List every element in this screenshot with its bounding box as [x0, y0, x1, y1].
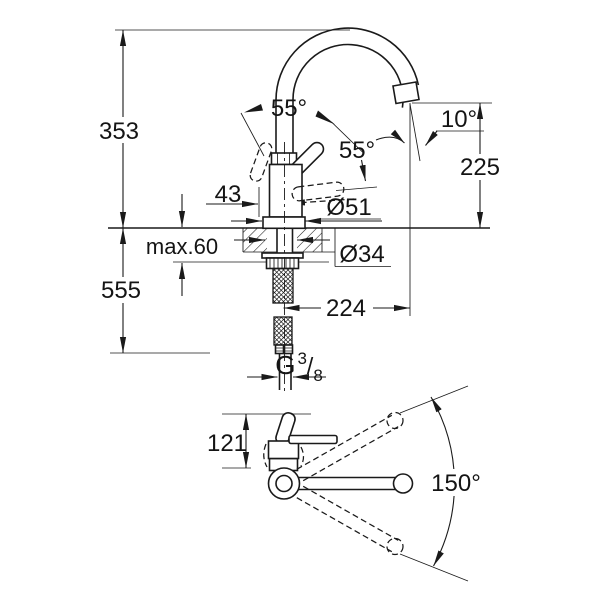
angle-annotations [240, 104, 469, 582]
topview-pivot-dashed-arcs [263, 443, 305, 468]
dim-43-dashed-arrow [288, 198, 355, 206]
angle-55a-right-arrowhead [315, 110, 335, 125]
lever-dashed-up-position [249, 142, 273, 182]
collar-detail [277, 153, 290, 165]
supply-hose-upper [272, 267, 294, 304]
hose-tails [278, 353, 292, 390]
mounting-shank [276, 228, 294, 253]
dim-150deg-label: 150° [431, 470, 481, 497]
topview-spout-end [392, 473, 414, 494]
dim-55-outlet-label: 55° [339, 137, 375, 164]
topview-lower-radiating-line [399, 553, 469, 582]
topview-body-inner-circle [275, 474, 293, 493]
angle-55a-left-line [240, 112, 265, 157]
dim-121-label: 121 [207, 430, 247, 457]
dim-max60-label: max.60 [146, 234, 218, 259]
spout-nozzle [392, 81, 420, 105]
dim-43-label: 43 [215, 181, 242, 208]
top-view-parts [263, 411, 414, 556]
dim-555-label: 555 [101, 277, 141, 304]
topview-spout-dashed-upper [296, 414, 399, 482]
hose-connector-grooves [275, 347, 293, 352]
dim-224-label: 224 [326, 295, 366, 322]
topview-spout-dashed-lower-end [386, 537, 404, 556]
front-view-parts [242, 27, 420, 392]
dim-dia51-label: Ø51 [326, 194, 371, 221]
dim-10deg-label: 10° [441, 106, 477, 133]
mounting-nut-knurl [269, 258, 295, 269]
angle-55a-right-line [331, 121, 365, 154]
dim-55-lever-label: 55° [271, 95, 307, 122]
spout-pipe [275, 100, 294, 153]
dim-353-label: 353 [99, 118, 139, 145]
dim-10deg-leader [425, 130, 438, 146]
counter-hatch-right [297, 228, 322, 252]
dim-225-label: 225 [460, 154, 500, 181]
angle-55a-left-arrowhead [244, 104, 263, 113]
topview-spout-dashed-lower [296, 485, 399, 553]
spout-inner-arc [292, 43, 404, 108]
cartridge-collar [270, 152, 298, 166]
lever-dashed-front-position [291, 181, 345, 202]
topview-spout-dashed-upper-end [386, 411, 404, 430]
topview-lever-paddle [288, 434, 338, 445]
spout-outer-arc [275, 27, 420, 101]
base-flange [262, 216, 306, 230]
stream-10deg-line [409, 103, 421, 162]
faucet-body [268, 163, 303, 218]
supply-hose-lower [273, 316, 293, 346]
dim-55b-down-arrow [359, 159, 367, 182]
topview-lever-block [267, 440, 300, 460]
dim-55b-arc [375, 129, 405, 144]
counter-hatch-left [243, 228, 267, 252]
topview-upper-radiating-line [399, 385, 469, 414]
lever-axis-line [335, 186, 378, 191]
dia34-leader-step [334, 228, 391, 267]
dim-dia34-label: Ø34 [339, 241, 384, 268]
topview-body-circle [267, 467, 301, 500]
counter-section-edges [242, 228, 335, 253]
dimension-labels: 353 555 max.60 43 55° 55° 10° 225 Ø51 Ø3… [95, 95, 506, 497]
